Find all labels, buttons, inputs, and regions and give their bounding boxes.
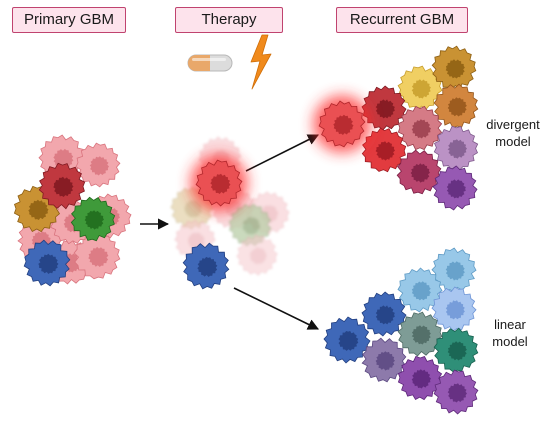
linear-cell-sky-1 — [431, 247, 477, 293]
linear-cell-blue-2-nucleus — [375, 305, 395, 325]
linear-cell-lblue-nucleus — [445, 300, 465, 320]
divergent-cell-orange — [433, 83, 479, 129]
faded-cell-5 — [228, 203, 272, 247]
divergent-cell-purple — [432, 165, 478, 211]
divergent-cell-rose-nucleus — [411, 119, 431, 139]
linear-cell-teal-nucleus — [447, 341, 467, 361]
divergent-cell-lilac-nucleus — [447, 139, 467, 159]
divergent-cell-orange-nucleus — [447, 97, 467, 117]
cell-pink-6-nucleus — [88, 246, 109, 267]
arrow-therapy-to-linear — [233, 287, 320, 330]
divergent-model-label: divergent model — [478, 116, 548, 150]
divergent-cell-rose — [397, 105, 443, 151]
linear-cell-sage — [397, 311, 443, 357]
pill-icon — [187, 54, 233, 72]
divergent-cell-berry — [396, 149, 442, 195]
linear-cell-sky-2-nucleus — [411, 281, 431, 301]
linear-cell-mauve-nucleus — [375, 351, 395, 371]
divergent-model-label-line1: divergent — [486, 117, 540, 132]
surviving-red-cell — [190, 154, 248, 212]
divergent-cell-lilac — [433, 125, 479, 171]
linear-cell-violet — [397, 355, 443, 401]
cell-blue — [23, 239, 71, 287]
arrow-therapy-to-divergent — [245, 134, 320, 172]
surviving-blue-cell-nucleus — [197, 256, 218, 277]
linear-cell-sky-1-nucleus — [445, 261, 465, 281]
divergent-cell-yellow-nucleus — [411, 79, 431, 99]
faded-cell-7-nucleus — [249, 247, 267, 265]
faded-cell-5-nucleus — [242, 216, 261, 235]
linear-cell-purple-nucleus — [447, 383, 467, 403]
linear-cell-violet-nucleus — [411, 369, 431, 389]
linear-cell-mauve — [361, 337, 407, 383]
surviving-blue-cell — [182, 242, 230, 290]
linear-cell-purple — [433, 369, 479, 415]
primary-gbm-cluster — [13, 134, 132, 287]
divergent-cell-dred-nucleus — [375, 99, 395, 119]
divergent-cell-founder-nucleus — [333, 114, 354, 135]
cell-green-nucleus — [84, 210, 104, 230]
divergent-model-label-line2: model — [495, 134, 531, 149]
linear-model-cluster — [323, 247, 479, 415]
cell-green — [70, 196, 116, 242]
surviving-red-cell-nucleus — [210, 173, 231, 194]
divergent-cell-purple-nucleus — [446, 179, 466, 199]
therapy-label: Therapy — [175, 7, 283, 33]
divergent-cell-founder — [313, 95, 371, 153]
linear-cell-sky-2 — [397, 267, 443, 313]
linear-cell-blue-2 — [361, 291, 407, 337]
linear-model-label-line2: model — [492, 334, 528, 349]
linear-model-label-line1: linear — [494, 317, 526, 332]
cell-pink-2 — [75, 142, 121, 188]
divergent-cell-ochre — [431, 45, 477, 91]
faded-cell-2-nucleus — [184, 199, 203, 218]
cell-ochre-nucleus — [28, 199, 49, 220]
recurrent-gbm-label: Recurrent GBM — [336, 7, 468, 33]
cell-red-nucleus — [53, 176, 74, 197]
divergent-cell-dred — [361, 85, 407, 131]
cell-red — [38, 162, 86, 210]
linear-model-label: linear model — [482, 316, 538, 350]
divergent-cell-ochre-nucleus — [445, 59, 465, 79]
linear-cell-lblue — [431, 286, 477, 332]
divergent-cell-berry-nucleus — [410, 163, 430, 183]
cell-pink-6 — [73, 232, 121, 280]
divergent-cell-red2 — [361, 127, 407, 173]
linear-cell-founder — [323, 316, 371, 364]
lightning-bolt-icon — [250, 34, 272, 90]
cell-pink-2-nucleus — [89, 156, 109, 176]
divergent-cell-red2-nucleus — [375, 141, 395, 161]
linear-cell-founder-nucleus — [338, 331, 359, 351]
cell-blue-nucleus — [38, 253, 59, 274]
primary-gbm-label: Primary GBM — [12, 7, 126, 33]
linear-cell-sage-nucleus — [411, 325, 431, 345]
therapy-cluster — [170, 136, 290, 290]
divergent-model-cluster — [313, 45, 479, 211]
linear-cell-teal — [433, 327, 479, 373]
faded-cell-7 — [236, 234, 278, 276]
